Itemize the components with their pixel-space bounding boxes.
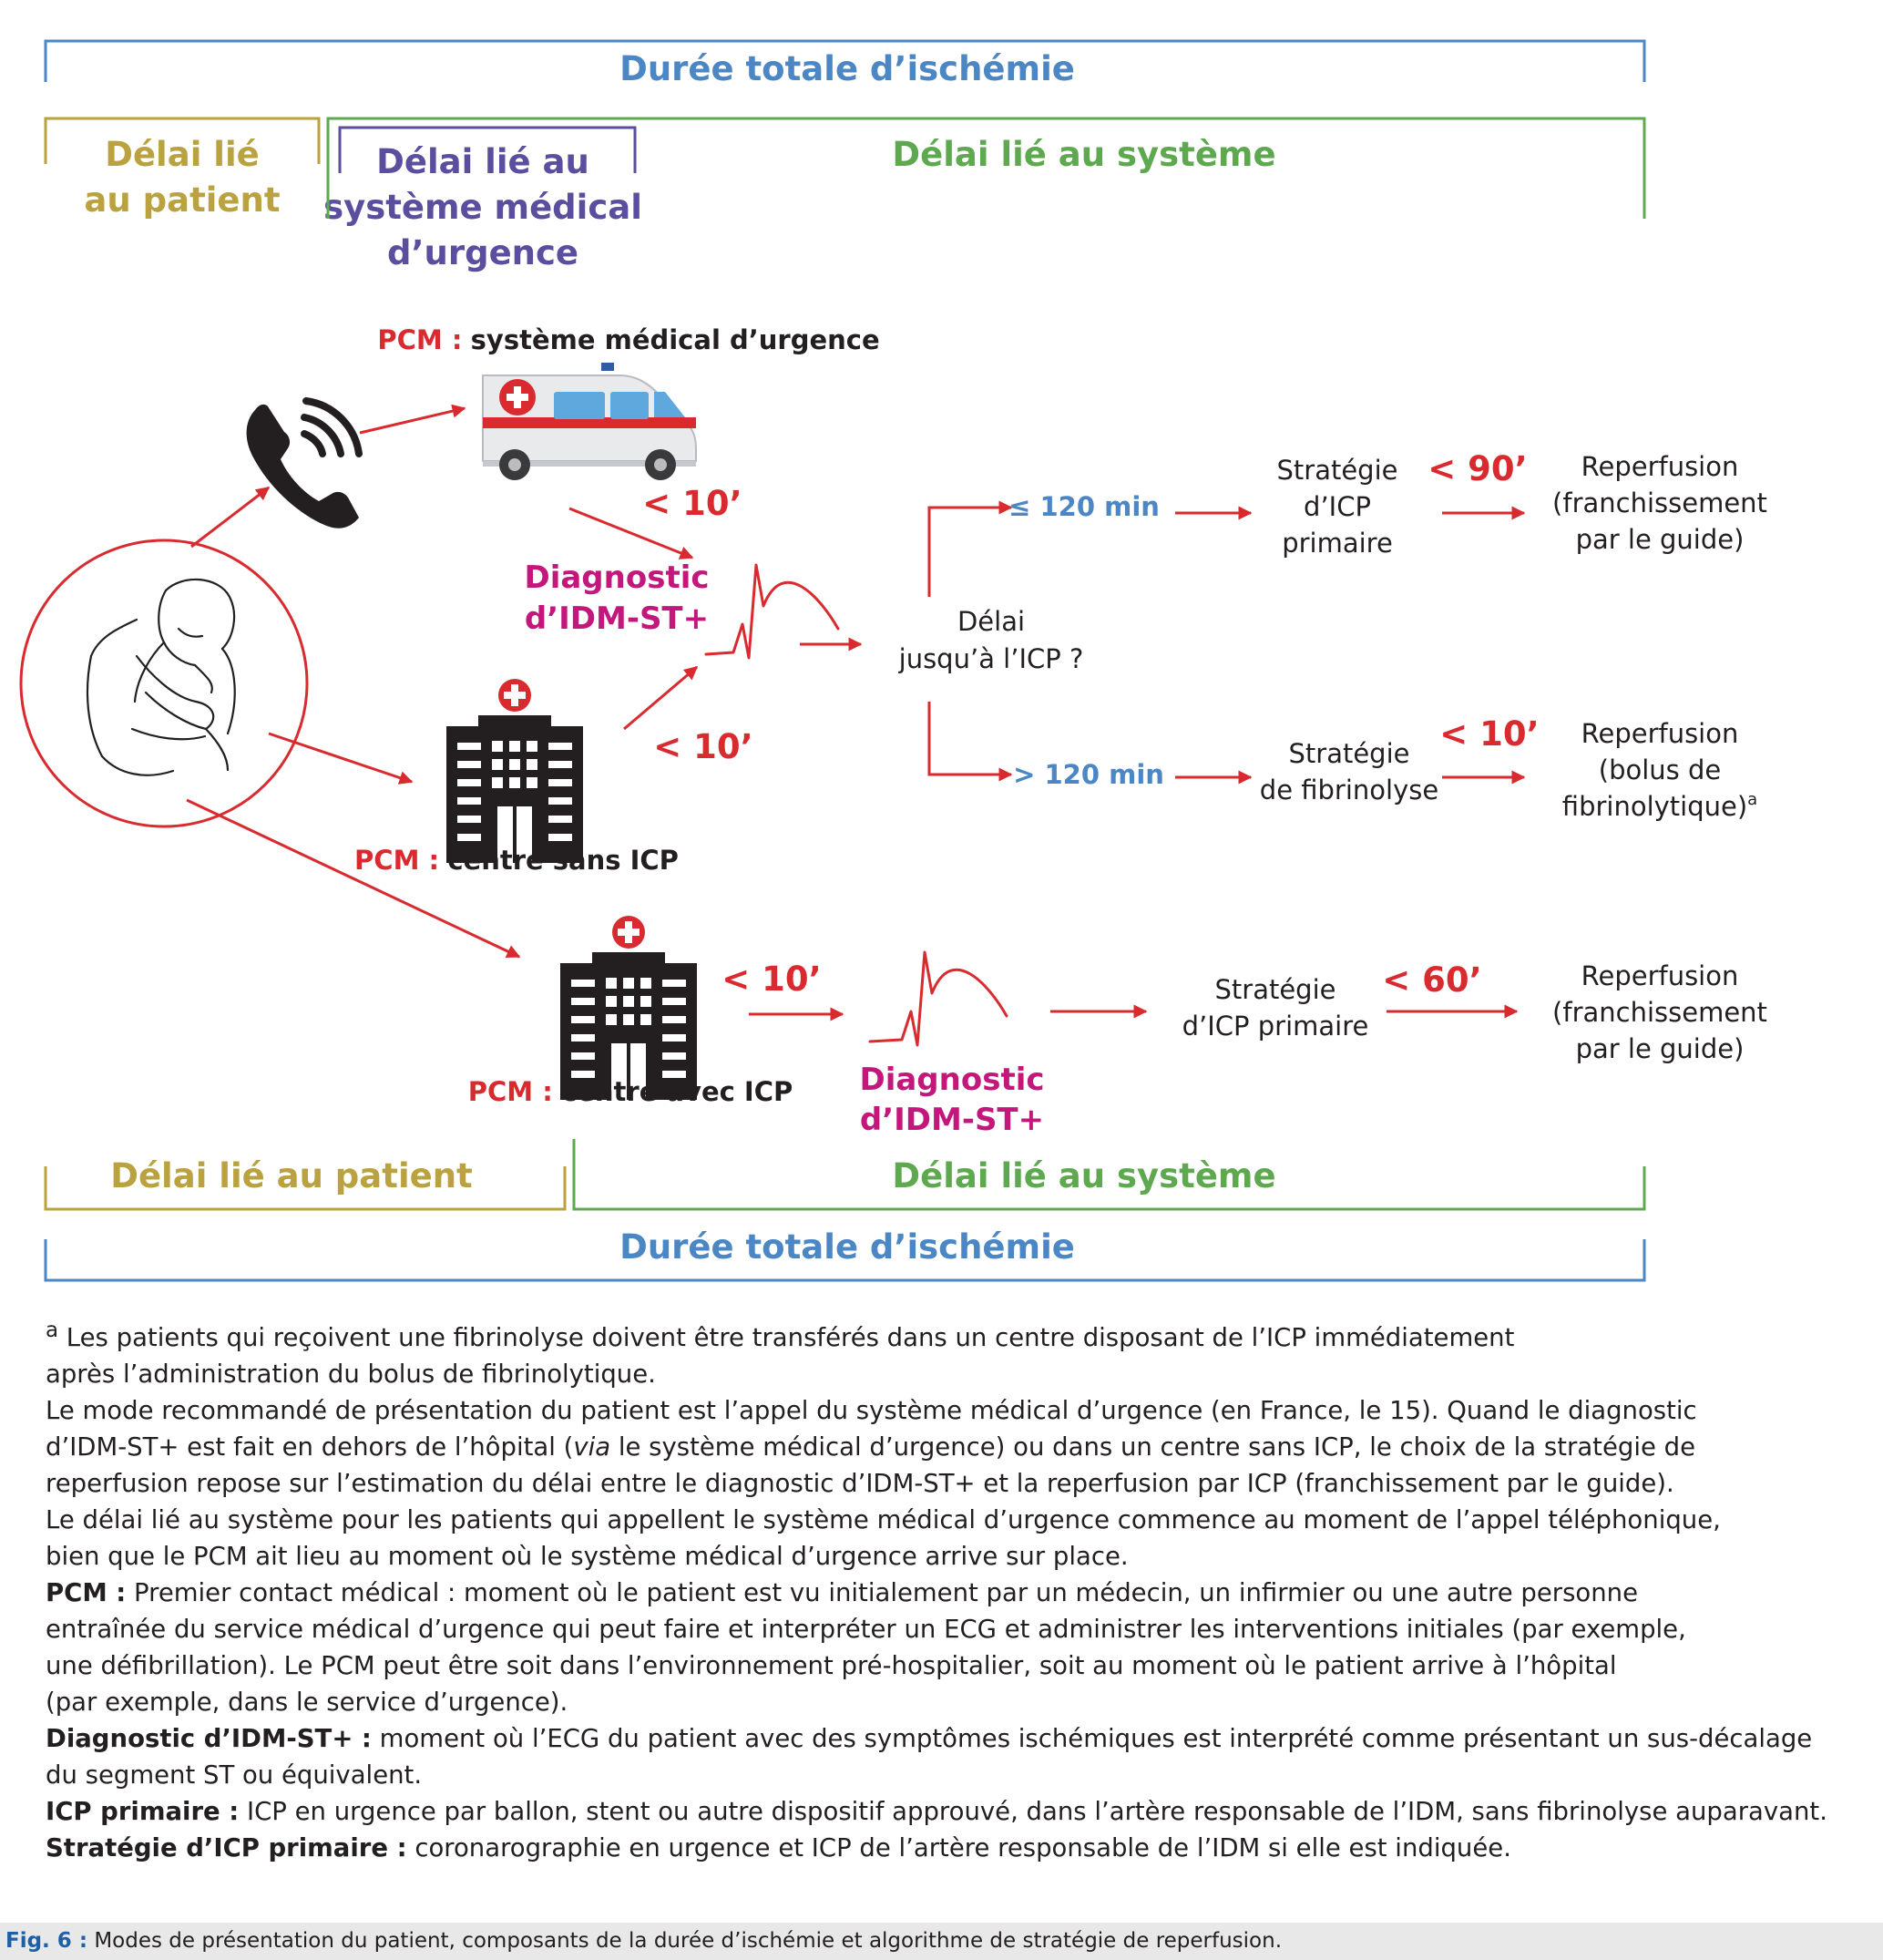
reperfusion-3-line2: (franchissement: [1552, 997, 1767, 1028]
note-system-2: bien que le PCM ait lieu au moment où le…: [46, 1542, 1129, 1572]
top-sam-label-1: Délai lié au: [376, 142, 589, 181]
note-diag-1: Diagnostic d’IDM-ST+ : moment où l’ECG d…: [46, 1724, 1813, 1754]
diagnostic-label-2: d’IDM-ST+: [525, 600, 709, 637]
top-sam-label-3: d’urgence: [387, 233, 578, 272]
top-total-bracket: Durée totale d’ischémie: [44, 39, 1646, 88]
time-90: < 90’: [1428, 449, 1527, 488]
note-fibrinolysis: a Les patients qui reçoivent une fibrino…: [46, 1319, 1515, 1353]
note-fibrinolysis-cont: après l’administration du bolus de fibri…: [46, 1360, 656, 1390]
bottom-patient-label: Délai lié au patient: [110, 1156, 473, 1195]
reperfusion-3-line3: par le guide): [1576, 1033, 1745, 1064]
reperfusion-2-line2: (bolus de: [1599, 754, 1721, 785]
reperfusion-1-line2: (franchissement: [1552, 487, 1767, 518]
top-patient-label-2: au patient: [84, 180, 280, 220]
note-pcm-4: (par exemple, dans le service d’urgence)…: [46, 1688, 568, 1718]
bottom-total-bracket: Durée totale d’ischémie: [44, 1227, 1646, 1282]
hospital-icon: [560, 916, 697, 1100]
note-pcm-2: entraînée du service médical d’urgence q…: [46, 1615, 1686, 1645]
strategy-icp-1: Stratégie: [1277, 455, 1398, 486]
ambulance-icon: [482, 363, 697, 480]
pcm-non-pci-label: PCM : centre sans ICP: [354, 845, 679, 876]
time-ems: < 10’: [642, 484, 742, 523]
strategy-fibrinolysis-2: de fibrinolyse: [1260, 775, 1438, 806]
reperfusion-2-line3: fibrinolytique)a: [1562, 790, 1757, 822]
patient-chest-pain-icon: [19, 539, 309, 828]
bottom-patient-bracket: Délai lié au patient: [44, 1156, 567, 1211]
strategy-icp-pci-2: d’ICP primaire: [1182, 1011, 1369, 1042]
top-patient-label-1: Délai lié: [105, 135, 259, 174]
reperfusion-1-line1: Reperfusion: [1581, 451, 1739, 482]
figure-caption: Fig. 6 : Modes de présentation du patien…: [0, 1923, 1883, 1960]
note-pcm-3: une défibrillation). Le PCM peut être so…: [46, 1651, 1617, 1681]
phone-icon: [246, 397, 363, 528]
reperfusion-diagram: Durée totale d’ischémie Délai lié au pat…: [19, 39, 1767, 1282]
reperfusion-1-line3: par le guide): [1576, 524, 1745, 555]
top-system-label: Délai lié au système: [892, 135, 1275, 174]
top-patient-bracket: Délai lié au patient: [44, 117, 321, 220]
reperfusion-2-line1: Reperfusion: [1581, 718, 1739, 749]
top-sam-label-2: système médical: [323, 188, 642, 227]
reperfusion-3-line1: Reperfusion: [1581, 960, 1739, 991]
note-icp: ICP primaire : ICP en urgence par ballon…: [46, 1797, 1827, 1827]
strategy-icp-3: primaire: [1282, 528, 1393, 559]
time-non-pci: < 10’: [653, 727, 752, 766]
time-10-fibrinolysis: < 10’: [1439, 714, 1539, 754]
diagnostic-label-1: Diagnostic: [524, 559, 709, 596]
strategy-fibrinolysis-1: Stratégie: [1289, 738, 1410, 769]
note-mode-1: Le mode recommandé de présentation du pa…: [46, 1396, 1697, 1426]
bottom-total-label: Durée totale d’ischémie: [619, 1227, 1075, 1267]
top-system-bracket: Délai lié au système: [326, 117, 1646, 219]
note-system-1: Le délai lié au système pour les patient…: [46, 1505, 1721, 1535]
note-diag-2: du segment ST ou équivalent.: [46, 1760, 423, 1791]
delay-question-1: Délai: [957, 606, 1025, 637]
time-60: < 60’: [1382, 960, 1481, 1000]
diagnostic-pci-label-1: Diagnostic: [859, 1062, 1044, 1098]
ecg-icon: [704, 563, 840, 660]
footnotes: a Les patients qui reçoivent une fibrino…: [46, 1312, 1858, 1866]
note-pcm-1: PCM : Premier contact médical : moment o…: [46, 1578, 1639, 1608]
flow-arrows: [186, 404, 1526, 1021]
pcm-ems-label: PCM : système médical d’urgence: [377, 324, 879, 355]
note-strategy: Stratégie d’ICP primaire : coronarograph…: [46, 1833, 1511, 1863]
strategy-icp-2: d’ICP: [1304, 491, 1371, 522]
strategy-icp-pci-1: Stratégie: [1215, 974, 1336, 1005]
ecg-icon: [868, 950, 1008, 1047]
bottom-system-label: Délai lié au système: [892, 1156, 1275, 1195]
delay-question-2: jusqu’à l’ICP ?: [898, 643, 1084, 674]
diagnostic-pci-label-2: d’IDM-ST+: [860, 1102, 1044, 1138]
le120-label: ≤ 120 min: [1008, 491, 1160, 522]
gt120-label: > 120 min: [1013, 759, 1164, 790]
pcm-pci-label: PCM : centre avec ICP: [468, 1076, 793, 1107]
top-total-label: Durée totale d’ischémie: [619, 49, 1075, 88]
bottom-system-bracket: Délai lié au système: [572, 1139, 1646, 1211]
time-pci: < 10’: [721, 959, 821, 999]
note-mode-2: d’IDM-ST+ est fait en dehors de l’hôpita…: [46, 1432, 1696, 1462]
top-sam-bracket: Délai lié au système médical d’urgence: [323, 126, 642, 272]
note-mode-3: reperfusion repose sur l’estimation du d…: [46, 1469, 1674, 1499]
hospital-icon: [446, 679, 583, 863]
